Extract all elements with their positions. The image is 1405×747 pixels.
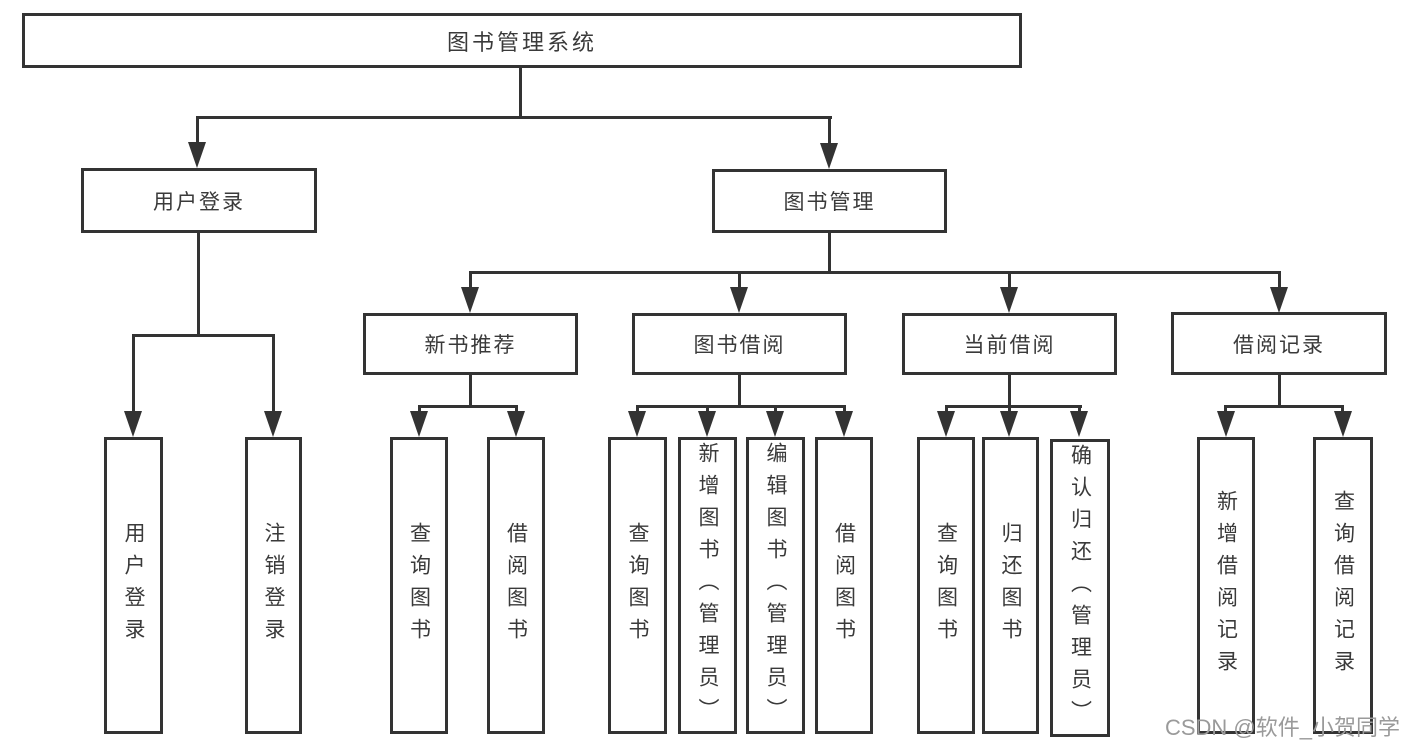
node-label: 用户登录 xyxy=(153,190,245,214)
node-label: 编辑图书（管理员） xyxy=(764,441,787,730)
node-book-management: 图书管理 xyxy=(712,169,947,233)
connector-drop-new-book xyxy=(469,271,472,293)
node-query-books-current: 查询图书 xyxy=(917,437,975,734)
node-label: 图书管理系统 xyxy=(446,29,597,55)
connector-book-borrow-bar xyxy=(636,405,846,408)
node-label: 查询图书 xyxy=(626,521,649,650)
connector-current-borrow-bar xyxy=(945,405,1082,408)
node-label: 借阅图书 xyxy=(504,521,528,650)
arrowhead-e1-icon xyxy=(1217,411,1235,437)
node-confirm-return-admin: 确认归还（管理员） xyxy=(1050,439,1110,737)
node-label: 新增图书（管理员） xyxy=(696,441,719,730)
node-label: 新增借阅记录 xyxy=(1214,489,1238,682)
node-label: 借阅记录 xyxy=(1233,333,1325,357)
node-label: 查询图书 xyxy=(407,521,431,650)
arrowhead-d3-icon xyxy=(1070,411,1088,437)
connector-drop-current-borrow xyxy=(1008,271,1011,293)
arrowhead-c3-icon xyxy=(766,411,784,437)
arrowhead-e2-icon xyxy=(1334,411,1352,437)
arrowhead-c4-icon xyxy=(835,411,853,437)
node-label: 用户登录 xyxy=(122,521,145,650)
node-library-management-system: 图书管理系统 xyxy=(22,13,1022,68)
connector-drop-book-management xyxy=(828,116,831,148)
node-login-action: 用户登录 xyxy=(104,437,163,734)
node-label: 新书推荐 xyxy=(424,334,517,357)
node-borrow-books-borrowing: 借阅图书 xyxy=(815,437,873,734)
node-edit-books-admin: 编辑图书（管理员） xyxy=(746,437,805,734)
connector-user-login-stem xyxy=(197,233,200,337)
arrowhead-user-login-icon xyxy=(188,142,206,168)
node-borrow-books-recommend: 借阅图书 xyxy=(487,437,545,734)
node-query-books-recommend: 查询图书 xyxy=(390,437,448,734)
connector-level1-bar xyxy=(196,116,832,119)
connector-drop-book-borrow xyxy=(738,271,741,293)
arrowhead-c2-icon xyxy=(698,411,716,437)
connector-drop-borrow-records xyxy=(1278,271,1281,293)
arrowhead-book-management-icon xyxy=(820,143,838,169)
node-label: 归还图书 xyxy=(999,521,1022,650)
arrowhead-d1-icon xyxy=(937,411,955,437)
arrowhead-b2-icon xyxy=(507,411,525,437)
node-current-borrowing: 当前借阅 xyxy=(902,313,1117,375)
arrowhead-borrow-records-icon xyxy=(1270,287,1288,313)
connector-book-management-stem xyxy=(828,233,831,274)
arrowhead-logout-icon xyxy=(264,411,282,437)
node-label: 借阅图书 xyxy=(832,521,856,650)
connector-new-book-bar xyxy=(418,405,518,408)
node-label: 查询借阅记录 xyxy=(1331,489,1355,682)
connector-drop-user-login xyxy=(196,116,199,148)
node-logout-action: 注销登录 xyxy=(245,437,302,734)
connector-borrow-records-bar xyxy=(1224,405,1344,408)
connector-current-borrow-stem xyxy=(1008,375,1011,408)
arrowhead-book-borrow-icon xyxy=(730,287,748,313)
connector-drop-logout xyxy=(272,334,275,416)
connector-borrow-records-stem xyxy=(1278,375,1281,408)
arrowhead-d2-icon xyxy=(1000,411,1018,437)
node-add-borrow-record: 新增借阅记录 xyxy=(1197,437,1255,734)
arrowhead-b1-icon xyxy=(410,411,428,437)
node-label: 图书借阅 xyxy=(693,334,786,357)
node-label: 注销登录 xyxy=(262,521,285,650)
node-book-borrowing: 图书借阅 xyxy=(632,313,847,375)
connector-new-book-stem xyxy=(469,375,472,408)
csdn-watermark: CSDN @软件_小贺同学 xyxy=(1164,715,1400,740)
connector-book-borrow-stem xyxy=(738,375,741,408)
connector-drop-login xyxy=(132,334,135,416)
node-borrowing-records: 借阅记录 xyxy=(1171,312,1387,375)
connector-level2-bar xyxy=(469,271,1281,274)
connector-root-stem xyxy=(519,67,522,119)
node-user-login: 用户登录 xyxy=(81,168,317,233)
connector-user-login-bar xyxy=(132,334,275,337)
node-label: 图书管理 xyxy=(783,191,876,214)
node-query-borrow-record: 查询借阅记录 xyxy=(1313,437,1373,734)
arrowhead-current-borrow-icon xyxy=(1000,287,1018,313)
node-return-books: 归还图书 xyxy=(982,437,1039,734)
node-new-book-recommend: 新书推荐 xyxy=(363,313,578,375)
arrowhead-c1-icon xyxy=(628,411,646,437)
arrowhead-new-book-icon xyxy=(461,287,479,313)
node-label: 查询图书 xyxy=(934,521,958,650)
node-label: 当前借阅 xyxy=(963,334,1056,357)
arrowhead-login-icon xyxy=(124,411,142,437)
node-query-books-borrowing: 查询图书 xyxy=(608,437,667,734)
node-label: 确认归还（管理员） xyxy=(1068,444,1092,732)
node-add-books-admin: 新增图书（管理员） xyxy=(678,437,737,734)
